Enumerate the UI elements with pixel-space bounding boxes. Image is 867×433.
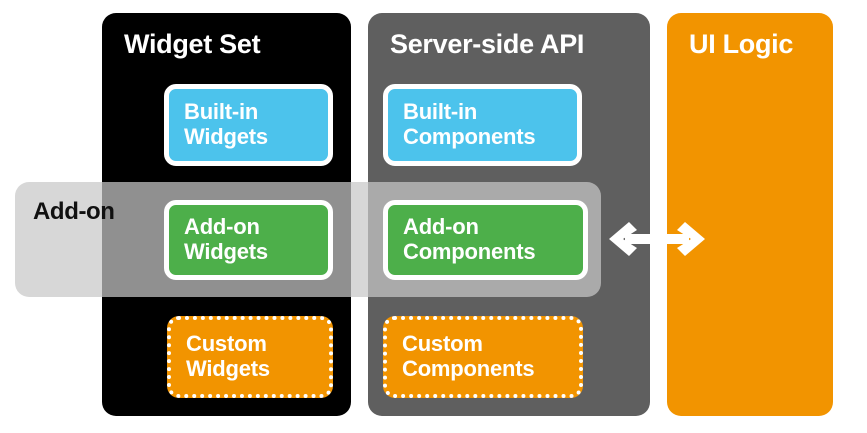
- box-label-custom-widgets: Custom Widgets: [186, 331, 270, 381]
- panel-ui-logic: UI Logic: [667, 13, 833, 416]
- box-label-custom-components: Custom Components: [402, 331, 535, 381]
- box-label-add-on-widgets: Add-on Widgets: [184, 214, 268, 264]
- add-on-band-label: Add-on: [33, 198, 115, 225]
- box-label-built-in-widgets: Built-in Widgets: [184, 99, 268, 149]
- panel-title-widget-set: Widget Set: [124, 29, 261, 59]
- box-custom-widgets: Custom Widgets: [167, 316, 333, 398]
- panel-title-server-side-api: Server-side API: [390, 29, 585, 59]
- box-built-in-components: Built-in Components: [383, 84, 582, 166]
- box-add-on-widgets: Add-on Widgets: [164, 200, 333, 280]
- box-built-in-widgets: Built-in Widgets: [164, 84, 333, 166]
- box-label-built-in-components: Built-in Components: [403, 99, 536, 149]
- box-add-on-components: Add-on Components: [383, 200, 588, 280]
- box-label-add-on-components: Add-on Components: [403, 214, 536, 264]
- panel-title-ui-logic: UI Logic: [689, 29, 794, 59]
- box-custom-components: Custom Components: [383, 316, 583, 398]
- double-arrow-left-right-icon: [609, 222, 705, 256]
